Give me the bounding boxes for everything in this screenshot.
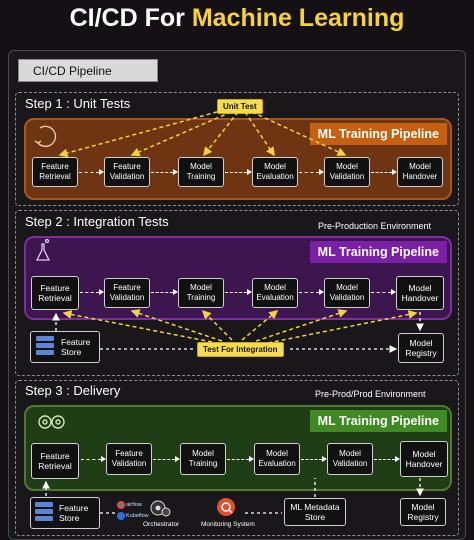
flow-arrow [371, 288, 396, 295]
node-model-training: Model Training [178, 157, 224, 187]
node-model-handover: Model Handover [396, 276, 444, 310]
step-1-section [15, 92, 459, 206]
unit-test-tag: Unit Test [217, 99, 263, 114]
flow-arrow [299, 168, 324, 175]
ml-metadata-store: ML Metadata Store [284, 498, 346, 526]
ml-pipeline-label: ML Training Pipeline [309, 241, 447, 263]
pipeline-label: CI/CD Pipeline [18, 59, 158, 82]
step-3-title: Step 3 : Delivery [25, 383, 121, 398]
node-model-evaluation: Model Evaluation [252, 157, 298, 187]
step-2-section [15, 210, 459, 376]
step-2-pipeline: ML Training Pipeline [24, 236, 452, 320]
flow-arrow [79, 168, 104, 175]
node-model-training: Model Training [178, 278, 224, 308]
node-feature-validation: Feature Validation [106, 443, 152, 475]
ml-pipeline-label: ML Training Pipeline [309, 410, 447, 432]
node-model-validation: Model Validation [324, 278, 370, 308]
step-3-pipeline: ML Training Pipeline [24, 405, 452, 491]
step-2-environment: Pre-Production Environment [318, 221, 432, 231]
flow-arrow [151, 288, 178, 295]
monitoring-label: Monitoring System [201, 521, 255, 528]
node-feature-validation: Feature Validation [104, 157, 150, 187]
node-model-evaluation: Model Evaluation [252, 278, 298, 308]
node-feature-retrieval: Feature Retrieval [31, 443, 79, 479]
flow-arrow [371, 168, 397, 175]
node-model-training: Model Training [180, 443, 226, 475]
node-feature-retrieval: Feature Retrieval [31, 276, 79, 310]
flow-arrow [151, 168, 178, 175]
flow-arrow [301, 455, 327, 462]
kubeflow-label: Kubeflow [126, 513, 149, 519]
node-model-validation: Model Validation [324, 157, 370, 187]
feature-store: Feature Store [30, 331, 100, 363]
flow-arrow [225, 168, 252, 175]
node-model-handover: Model Handover [400, 441, 448, 477]
flow-arrow [227, 455, 254, 462]
model-registry: Model Registry [400, 498, 446, 526]
integration-test-tag: Test For Integration [197, 342, 284, 357]
node-model-handover: Model Handover [397, 157, 443, 187]
node-model-evaluation: Model Evaluation [254, 443, 300, 475]
node-feature-validation: Feature Validation [104, 278, 150, 308]
flow-arrow [225, 288, 252, 295]
airflow-label: airflow [126, 502, 142, 508]
page-title: CI/CD For Machine Learning [69, 4, 405, 32]
step-3-environment: Pre-Prod/Prod Environment [315, 389, 426, 399]
step-1-pipeline: ML Training Pipeline [24, 118, 452, 200]
model-registry: Model Registry [398, 333, 444, 363]
feature-store: Feature Store [30, 497, 100, 529]
step-1-title: Step 1 : Unit Tests [25, 96, 131, 111]
flow-arrow [374, 455, 400, 462]
step-2-title: Step 2 : Integration Tests [25, 214, 169, 229]
node-model-validation: Model Validation [327, 443, 373, 475]
ml-pipeline-label: ML Training Pipeline [309, 123, 447, 145]
orchestrator-label: Orchestrator [143, 521, 180, 528]
step-3-section [15, 380, 459, 536]
node-feature-retrieval: Feature Retrieval [32, 157, 78, 187]
flow-arrow [153, 455, 180, 462]
flow-arrow [81, 455, 106, 462]
flow-arrow [299, 288, 324, 295]
flow-arrow [80, 288, 104, 295]
